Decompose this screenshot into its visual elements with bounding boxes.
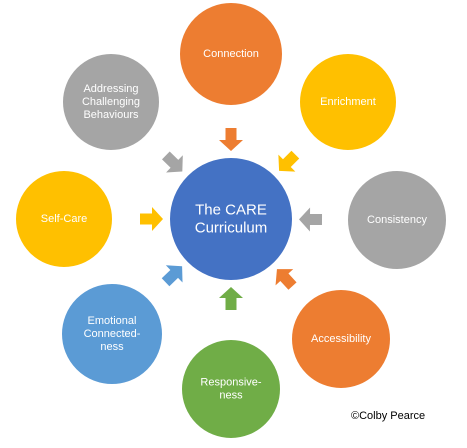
responsiveness-label: ness <box>219 390 243 402</box>
enrichment-arrow <box>278 150 300 172</box>
consistency-circle <box>346 169 448 271</box>
copyright-text: ©Colby Pearce <box>351 410 426 422</box>
emotional-connectedness-label: ness <box>100 341 124 353</box>
center-label: The CARE <box>195 202 267 219</box>
emotional-connectedness-circle <box>60 282 164 386</box>
enrichment-circle <box>298 52 398 152</box>
consistency-arrow <box>298 207 323 232</box>
addressing-challenging-behaviours-label: Behaviours <box>83 109 139 121</box>
addressing-challenging-behaviours-label: Challenging <box>82 96 140 108</box>
self-care-arrow <box>140 207 163 231</box>
accessibility-arrow <box>275 269 297 290</box>
emotional-connectedness-label: Emotional <box>88 315 137 327</box>
self-care-node: Self-Care <box>14 169 114 269</box>
connection-label: Connection <box>203 48 259 60</box>
consistency-label: Consistency <box>367 214 427 226</box>
accessibility-circle <box>290 288 392 390</box>
connection-circle <box>178 1 284 107</box>
enrichment-node: Enrichment <box>298 52 398 152</box>
enrichment-label: Enrichment <box>320 96 376 108</box>
addressing-challenging-behaviours-circle <box>61 52 161 152</box>
connection-arrow <box>219 128 243 151</box>
emotional-connectedness-label: Connected- <box>84 328 141 340</box>
emotional-connectedness-arrow <box>161 265 183 287</box>
responsiveness-node: Responsive-ness <box>180 338 282 440</box>
responsiveness-label: Responsive- <box>200 377 261 389</box>
connection-node: Connection <box>178 1 284 107</box>
center-circle <box>168 156 294 282</box>
accessibility-label: Accessibility <box>311 333 371 345</box>
self-care-label: Self-Care <box>41 213 87 225</box>
addressing-challenging-behaviours-label: Addressing <box>83 83 138 95</box>
center-label: Curriculum <box>195 220 268 237</box>
responsiveness-arrow <box>219 287 243 310</box>
consistency-node: Consistency <box>346 169 448 271</box>
accessibility-node: Accessibility <box>290 288 392 390</box>
self-care-circle <box>14 169 114 269</box>
addressing-challenging-behaviours-arrow <box>162 151 183 173</box>
responsiveness-circle <box>180 338 282 440</box>
